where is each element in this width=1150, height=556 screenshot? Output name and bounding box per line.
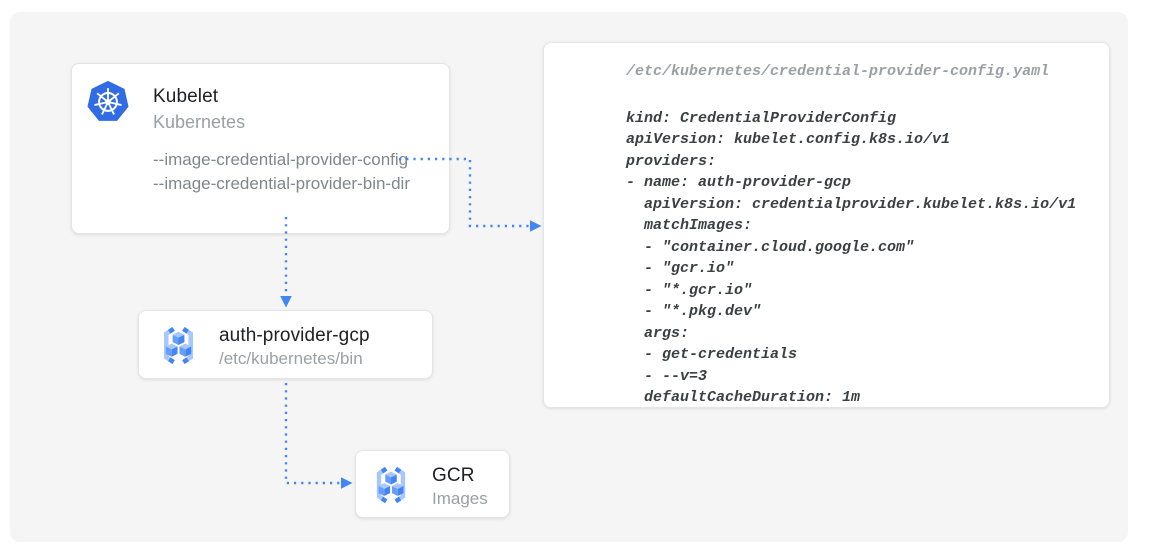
- kubelet-header: Kubelet Kubernetes: [72, 64, 449, 134]
- container-registry-icon: [376, 466, 406, 504]
- code-panel: /etc/kubernetes/credential-provider-conf…: [543, 42, 1110, 408]
- auth-provider-text: auth-provider-gcp /etc/kubernetes/bin: [219, 322, 370, 370]
- node-auth-provider-gcp: auth-provider-gcp /etc/kubernetes/bin: [138, 310, 433, 379]
- kubelet-text: Kubelet Kubernetes: [153, 78, 245, 134]
- auth-provider-subtitle: /etc/kubernetes/bin: [219, 349, 363, 368]
- auth-provider-header: auth-provider-gcp /etc/kubernetes/bin: [139, 311, 432, 370]
- code-panel-inner: /etc/kubernetes/credential-provider-conf…: [544, 43, 1109, 409]
- kubelet-subtitle: Kubernetes: [153, 112, 246, 132]
- kubelet-title: Kubelet: [153, 86, 219, 107]
- gcr-header: GCR Images: [356, 451, 509, 510]
- node-kubelet: Kubelet Kubernetes --image-credential-pr…: [71, 63, 450, 234]
- kubelet-flag-config: --image-credential-provider-config: [153, 150, 409, 169]
- yaml-code: kind: CredentialProviderConfig apiVersio…: [626, 109, 1077, 407]
- kubelet-flag-bin-dir: --image-credential-provider-bin-dir: [153, 174, 410, 193]
- gcr-text: GCR Images: [432, 462, 488, 510]
- kubelet-flags: --image-credential-provider-config --ima…: [153, 148, 410, 196]
- gcr-subtitle: Images: [432, 489, 488, 508]
- gcr-title: GCR: [432, 465, 475, 486]
- kubernetes-helm-icon: [87, 80, 129, 121]
- code-filename: /etc/kubernetes/credential-provider-conf…: [626, 63, 1050, 80]
- auth-provider-title: auth-provider-gcp: [219, 325, 370, 346]
- container-registry-icon: [164, 326, 193, 365]
- node-gcr: GCR Images: [355, 450, 510, 518]
